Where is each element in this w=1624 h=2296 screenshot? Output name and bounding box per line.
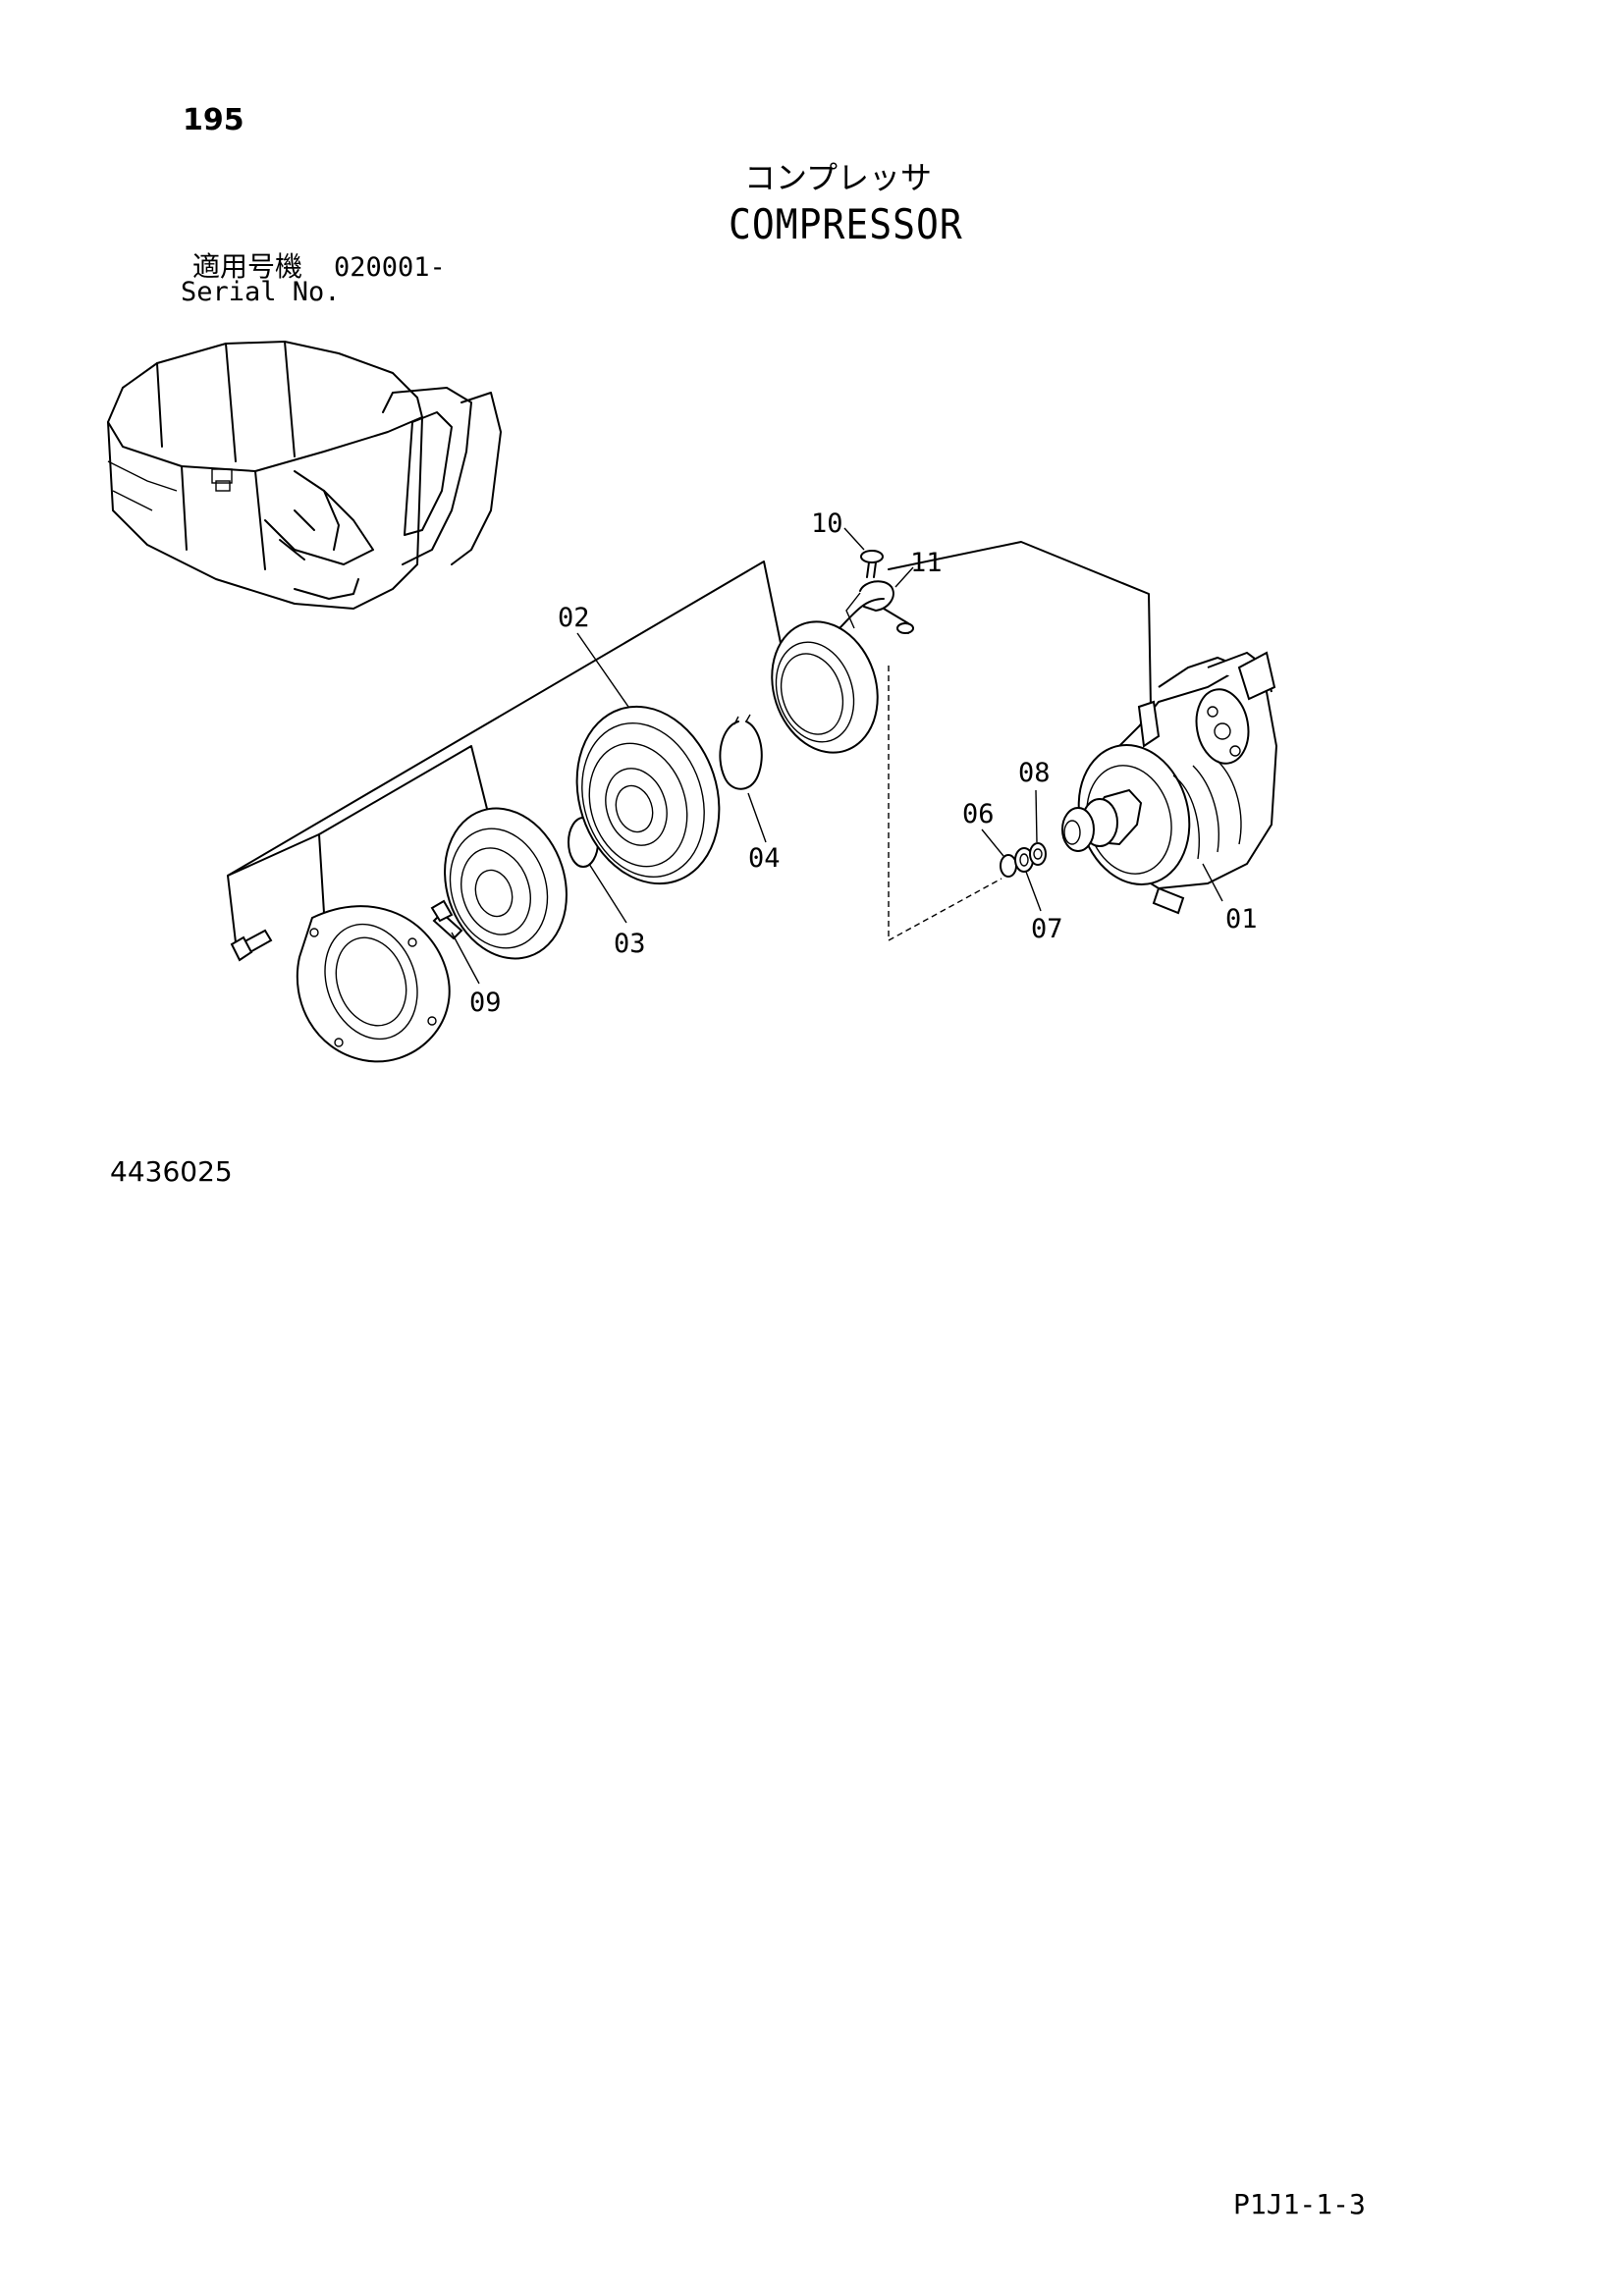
callout-01: 01	[1225, 904, 1258, 934]
assembly-leader-lines	[227, 541, 1152, 943]
callout-03: 03	[614, 929, 646, 959]
part-02-pulley	[575, 705, 721, 885]
callout-09: 09	[469, 988, 502, 1018]
callout-10: 10	[811, 508, 843, 539]
part-11-wire-clamp	[845, 580, 914, 634]
machine-overview-illustration	[107, 341, 502, 610]
callout-07: 07	[1031, 914, 1063, 944]
callout-04: 04	[748, 843, 781, 874]
callout-11: 11	[910, 548, 943, 578]
page-code: P1J1-1-3	[1233, 2188, 1366, 2220]
part-07-washer	[1014, 847, 1034, 873]
serial-label-japanese: 適用号機	[192, 250, 303, 283]
part-06-washer	[1000, 854, 1017, 878]
serial-label: Serial No.	[181, 277, 341, 307]
serial-number-value: 020001-	[334, 252, 446, 283]
clutch-hub	[444, 807, 568, 960]
part-01-compressor	[1061, 651, 1278, 915]
callout-leaders	[451, 527, 1223, 985]
part-08-washer	[1029, 842, 1047, 866]
callout-02: 02	[558, 603, 590, 633]
callout-labels: 01 02 03 04 06 07 08 09 10 11	[469, 508, 1258, 1018]
page-title: COMPRESSOR	[729, 200, 963, 249]
clutch-end-plate	[296, 905, 451, 1063]
part-09-bolt-right	[430, 899, 463, 940]
part-10-screw	[860, 550, 884, 578]
part-09-bolt-left	[230, 929, 273, 962]
document-number: 4436025	[110, 1155, 233, 1188]
part-04-snap-ring	[719, 714, 763, 790]
field-coil	[771, 598, 885, 754]
callout-06: 06	[962, 799, 995, 829]
title-japanese: コンプレッサ	[744, 159, 933, 196]
exploded-parts-diagram: 01 02 03 04 06 07 08 09 10 11	[107, 341, 1278, 1063]
page-number: 195	[183, 103, 244, 137]
callout-08: 08	[1018, 758, 1051, 788]
